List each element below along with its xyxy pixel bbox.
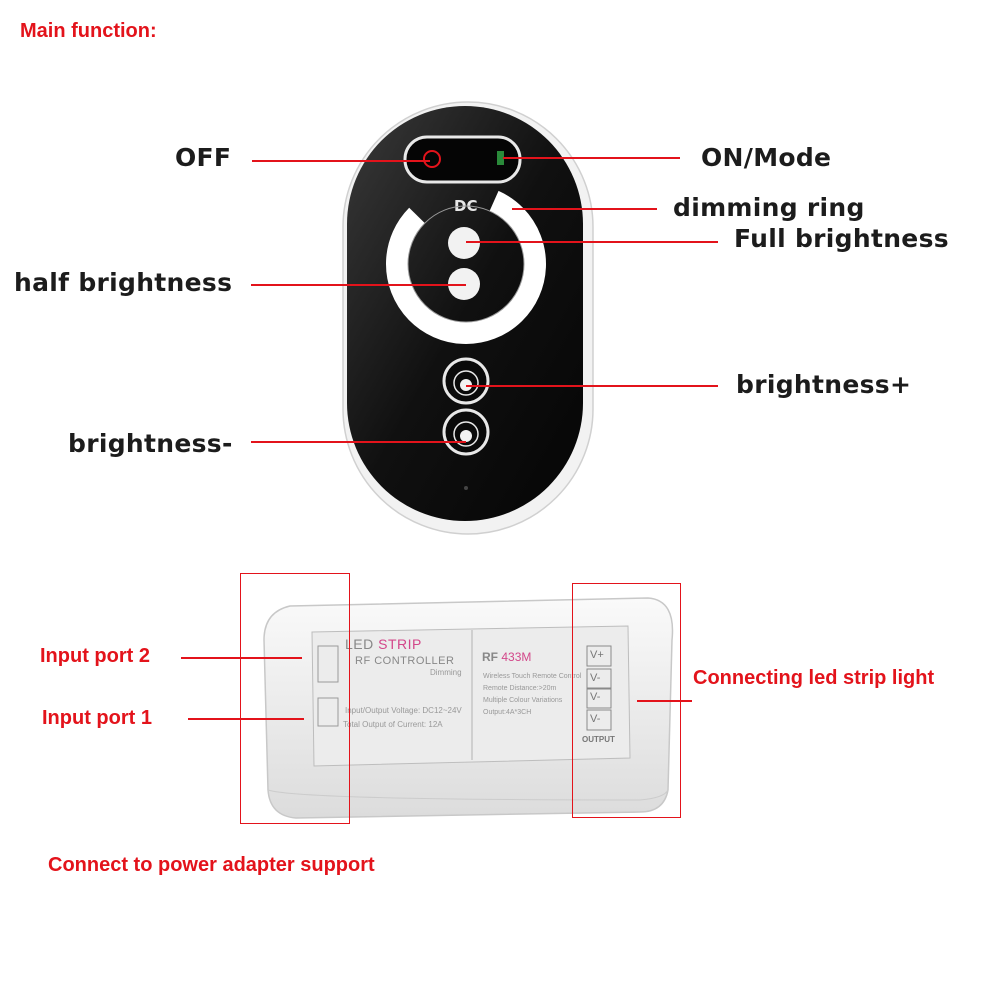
rf-label: RF — [482, 650, 498, 664]
label-brightness-minus: brightness- — [68, 429, 233, 458]
output-terminal: V- — [590, 672, 601, 684]
leader-line-connecting-led — [637, 700, 692, 702]
input-ports-highlight-box — [240, 573, 350, 824]
dimming-ring-icon — [386, 184, 546, 344]
leader-line-half-brightness — [251, 284, 466, 286]
label-on-mode: ON/Mode — [701, 143, 832, 172]
spec-line: Output:4A*3CH — [483, 709, 532, 716]
bulb-minus-icon — [460, 430, 472, 442]
label-half-brightness: half brightness — [14, 268, 233, 297]
output-label: OUTPUT — [582, 735, 615, 744]
voltage-line-2: Total Output of Current: 12A — [343, 720, 443, 729]
leader-line-on-mode — [503, 157, 680, 159]
leader-line-off — [252, 160, 430, 162]
spec-line: Multiple Colour Variations — [483, 697, 563, 704]
spec-list: Wireless Touch Remote Control Remote Dis… — [483, 671, 581, 719]
label-off: OFF — [175, 143, 232, 172]
label-input-port-1: Input port 1 — [42, 707, 152, 729]
leader-line-brightness-minus — [251, 441, 466, 443]
led-label: LED — [345, 636, 374, 652]
input-port-2-icon — [317, 645, 339, 683]
controller-led-strip-title: LED STRIP — [345, 636, 422, 652]
output-terminal: V- — [590, 691, 601, 703]
433m-label: 433M — [501, 650, 532, 664]
input-port-1-icon — [317, 697, 339, 727]
on-indicator-icon — [497, 151, 504, 165]
power-bar — [403, 135, 522, 184]
rf-controller-label: RF CONTROLLER — [355, 655, 455, 667]
label-input-port-2: Input port 2 — [40, 645, 150, 667]
leader-line-input-port-2 — [181, 657, 302, 659]
label-connecting-led: Connecting led strip light — [693, 667, 935, 689]
leader-line-dimming-ring — [512, 208, 657, 210]
off-button-icon — [423, 150, 441, 168]
output-terminal: V+ — [590, 649, 604, 661]
output-terminal: V- — [590, 713, 601, 725]
label-dimming-ring: dimming ring — [673, 193, 865, 222]
voltage-line-1: Input/Output Voltage: DC12~24V — [345, 706, 462, 715]
dimming-label: Dimming — [430, 668, 462, 677]
leader-line-brightness-plus — [466, 385, 718, 387]
led-indicator-icon — [464, 486, 468, 490]
page-title: Main function: — [20, 20, 157, 42]
label-brightness-plus: brightness+ — [736, 370, 912, 399]
label-power-adapter: Connect to power adapter support — [48, 854, 375, 876]
rf-433m-title: RF 433M — [482, 650, 531, 664]
spec-line: Wireless Touch Remote Control — [483, 673, 582, 680]
strip-label: STRIP — [378, 636, 422, 652]
full-brightness-button — [448, 227, 480, 259]
leader-line-full-brightness — [466, 241, 718, 243]
spec-line: Remote Distance:>20m — [483, 685, 557, 692]
leader-line-input-port-1 — [188, 718, 304, 720]
label-full-brightness: Full brightness — [734, 224, 949, 253]
